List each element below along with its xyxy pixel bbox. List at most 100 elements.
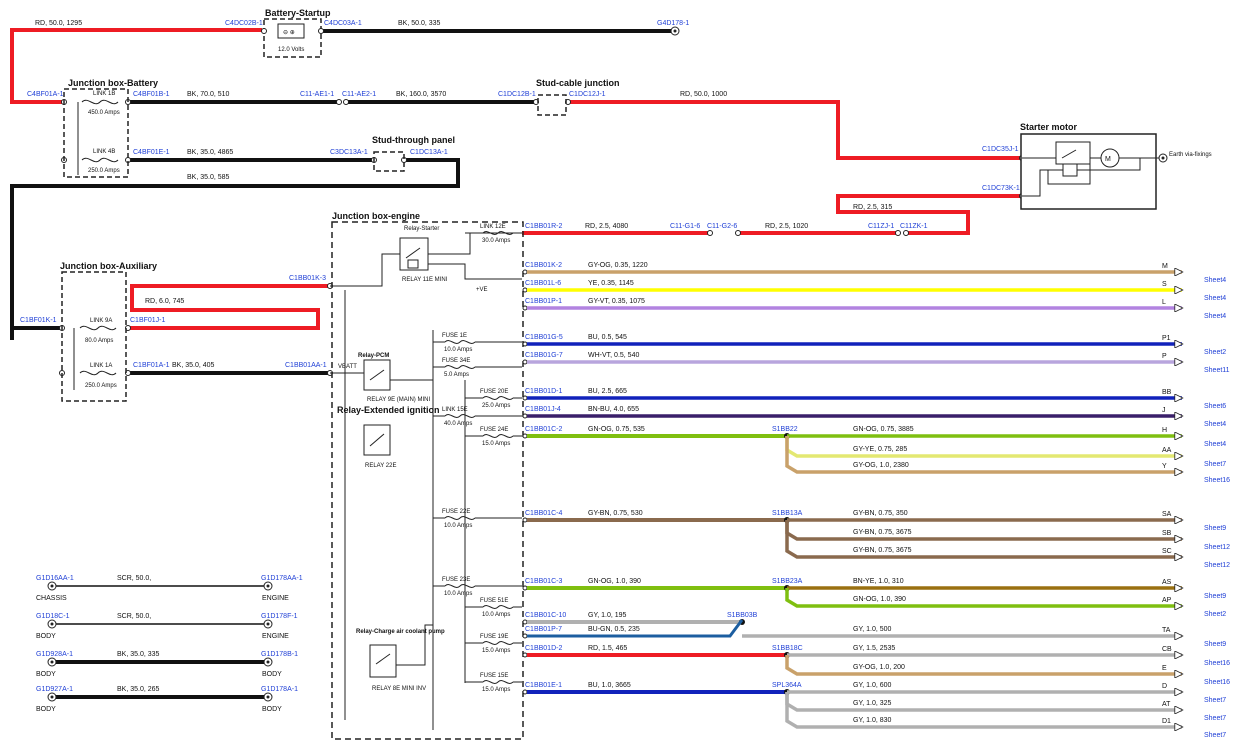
sheet-link[interactable]: Sheet16 — [1204, 660, 1230, 667]
fuse-name: FUSE 20E — [480, 389, 508, 395]
wire-label: BK, 160.0, 3570 — [396, 91, 446, 98]
fuse-name: FUSE 23E — [442, 577, 470, 583]
ground-left-name: BODY — [36, 633, 56, 640]
circuit-wire: BN-BU, 4.0, 655 — [588, 406, 639, 413]
sheet-link[interactable]: Sheet9 — [1204, 525, 1226, 532]
wire-label: RD, 50.0, 1000 — [680, 91, 727, 98]
sheet-link[interactable]: Sheet4 — [1204, 277, 1226, 284]
circuit-wire2: GY, 1.0, 500 — [853, 626, 892, 633]
svg-text:Relay-Starter: Relay-Starter — [404, 226, 439, 232]
pin-label: D1 — [1162, 718, 1171, 725]
sheet-link[interactable]: Sheet4 — [1204, 441, 1226, 448]
sheet-link[interactable]: Sheet9 — [1204, 593, 1226, 600]
ground-left-connector: G1D16AA-1 — [36, 575, 74, 582]
wire-starter-zk — [836, 194, 1022, 235]
circuit-wire2: GY-BN, 0.75, 350 — [853, 510, 908, 517]
sheet-link[interactable]: Sheet12 — [1204, 562, 1230, 569]
fuse-name: FUSE 34E — [442, 358, 470, 364]
circuit-wire: BU-GN, 0.5, 235 — [588, 626, 640, 633]
sheet-link[interactable]: Sheet7 — [1204, 715, 1226, 722]
sheet-link[interactable]: Sheet2 — [1204, 611, 1226, 618]
connector-label: C4BF01E-1 — [133, 149, 170, 156]
circuit-row: GY-OG, 1.0, 2380 Y Sheet16 — [785, 436, 1230, 484]
fuse-amps: 5.0 Amps — [444, 372, 469, 378]
ground-left-connector: G1D928A-1 — [36, 651, 73, 658]
ground-right-name: BODY — [262, 671, 282, 678]
connector-label: C11-G1-6 — [670, 223, 700, 230]
connector-label: C1BB01K-3 — [289, 275, 326, 282]
pin-label: SA — [1162, 511, 1172, 518]
circuit-wire: GY-YE, 0.75, 285 — [853, 446, 907, 453]
sheet-link[interactable]: Sheet4 — [1204, 421, 1226, 428]
circuit-wire: GY-BN, 0.75, 3675 — [853, 547, 912, 554]
circuit-connector: C1BB01G-7 — [525, 352, 563, 359]
jb-battery-title: Junction box-Battery — [68, 78, 158, 88]
connector-label: C4BF01B-1 — [133, 91, 170, 98]
wire-label: BK, 50.0, 335 — [398, 20, 441, 27]
circuit-wire: GY-VT, 0.35, 1075 — [588, 298, 645, 305]
sheet-link[interactable]: Sheet4 — [1204, 313, 1226, 320]
sheet-link[interactable]: Sheet16 — [1204, 477, 1230, 484]
svg-text:Relay-Extended ignition: Relay-Extended ignition — [337, 405, 440, 415]
circuit-wire: GY, 1.0, 325 — [853, 700, 892, 707]
svg-text:⊖ ⊕: ⊖ ⊕ — [283, 30, 295, 36]
circuit-wire: GN-OG, 1.0, 390 — [853, 596, 906, 603]
circuit-connector: C1BB01L-6 — [525, 280, 561, 287]
connector-label: C11-AE2-1 — [342, 91, 376, 98]
ground-right-connector: G1D178F-1 — [261, 613, 298, 620]
sheet-link[interactable]: Sheet7 — [1204, 732, 1226, 739]
fuse: FUSE 20E 25.0 Amps — [465, 389, 522, 409]
pin-label: CB — [1162, 646, 1172, 653]
svg-text:VBATT: VBATT — [338, 364, 357, 370]
sheet-link[interactable]: Sheet7 — [1204, 461, 1226, 468]
ground-right-name: BODY — [262, 706, 282, 713]
sheet-link[interactable]: Sheet16 — [1204, 679, 1230, 686]
svg-text:LINK 1A: LINK 1A — [90, 363, 112, 369]
connector-label: C4BF01A-1 — [27, 91, 64, 98]
fuse-amps: 25.0 Amps — [482, 403, 510, 409]
wire-dc12j-starter — [568, 100, 1022, 160]
sheet-link[interactable]: Sheet12 — [1204, 544, 1230, 551]
wire-label: BK, 35.0, 585 — [187, 174, 230, 181]
fuse-name: LINK 12E — [480, 224, 506, 230]
connector-label: C1DC35J-1 — [982, 146, 1019, 153]
fuse-name: FUSE 24E — [480, 427, 508, 433]
connector-labels: C4DC02B-1 C4DC03A-1 G4D178-1 C4BF01A-1 C… — [20, 20, 1020, 369]
stud-through-panel: Stud-through panel — [372, 135, 455, 172]
starter-earth-label: Earth via-fixings — [1169, 152, 1212, 158]
circuit-wire: GY-OG, 1.0, 2380 — [853, 462, 909, 469]
sheet-link[interactable]: Sheet7 — [1204, 697, 1226, 704]
sheet-link[interactable]: Sheet4 — [1204, 295, 1226, 302]
pin-label: Y — [1162, 463, 1167, 470]
sheet-link[interactable]: Sheet11 — [1204, 367, 1230, 374]
connector-label: C1DC12B-1 — [498, 91, 536, 98]
fuse-amps: 15.0 Amps — [482, 441, 510, 447]
pin-label: J — [1162, 407, 1166, 414]
sheet-link[interactable]: Sheet9 — [1204, 641, 1226, 648]
wire-label: RD, 6.0, 745 — [145, 298, 184, 305]
circuit-connector: C1BB01C-10 — [525, 612, 566, 619]
fuse-name: FUSE 19E — [480, 634, 508, 640]
sheet-link[interactable]: Sheet2 — [1204, 349, 1226, 356]
circuit-wire: YE, 0.35, 1145 — [588, 280, 634, 287]
starter-title: Starter motor — [1020, 122, 1078, 132]
wire-label: BK, 35.0, 4865 — [187, 149, 233, 156]
connector-label: C11-AE1-1 — [300, 91, 334, 98]
sheet-link[interactable]: Sheet6 — [1204, 403, 1226, 410]
svg-text:LINK 4B: LINK 4B — [93, 149, 115, 155]
